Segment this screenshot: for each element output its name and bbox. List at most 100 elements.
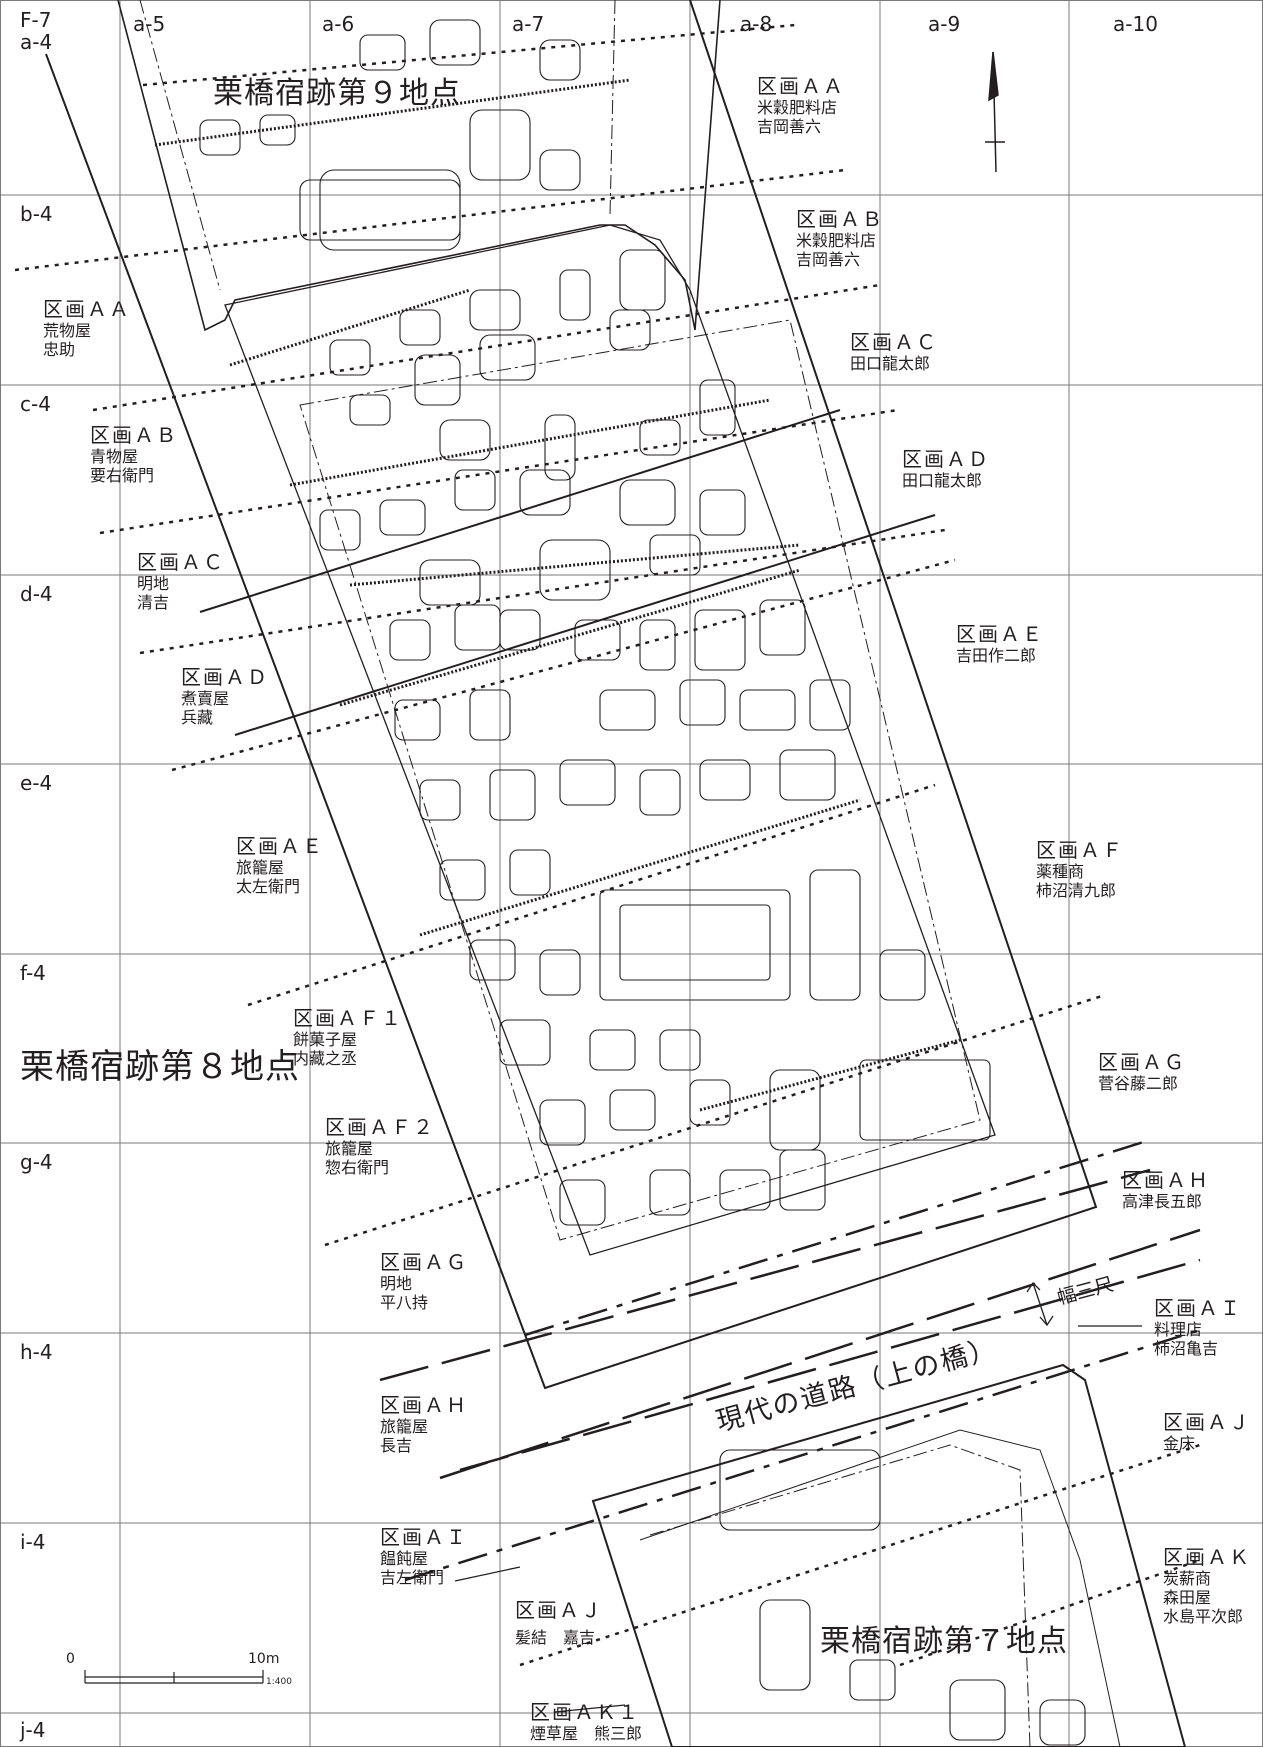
block-occupant-line: 兵藏 [181,708,214,728]
east-block-aj: 区画ＡＪ 金床 [1163,1410,1251,1453]
east-block-aa: 区画ＡＡ 米穀肥料店 吉岡善六 [757,74,845,136]
block-occupant-line: 吉左衛門 [380,1568,445,1588]
excavation-boundaries [45,0,1187,1747]
west-block-ah: 区画ＡＨ 旅籠屋 長吉 [380,1393,468,1455]
block-occupant-line: 太左衛門 [236,877,301,897]
block-id: 区画ＡＡ [757,74,845,98]
block-id: 区画ＡＤ [181,665,269,689]
west-block-af2: 区画ＡＦ２ 旅籠屋 惣右衛門 [325,1115,435,1177]
block-occupant-line: 柿沼清九郎 [1036,881,1117,901]
block-id: 区画ＡＫ [1163,1545,1251,1569]
scale-distance-label: 10m [248,1651,280,1667]
block-occupant-line: 水島平次郎 [1163,1607,1244,1627]
west-block-ae: 区画ＡＥ 旅籠屋 太左衛門 [236,834,324,896]
block-occupant-line: 炭薪商 [1163,1569,1212,1588]
block-occupant-line: 明地 [380,1274,413,1293]
block-occupant-line: 煮賣屋 [181,689,230,708]
site-title-point7: 栗橋宿跡第７地点 [820,1624,1068,1659]
block-occupant-line: 森田屋 [1163,1588,1212,1608]
block-id: 区画ＡＣ [850,330,938,354]
grid-row-b4: b-4 [20,202,53,226]
block-id: 区画ＡＧ [1098,1050,1186,1074]
west-block-ag: 区画ＡＧ 明地 平八持 [380,1250,468,1312]
block-occupant-line: 長吉 [380,1436,413,1456]
east-block-ac: 区画ＡＣ 田口龍太郎 [850,330,938,373]
block-occupant-line: 金床 [1163,1434,1196,1453]
block-id: 区画ＡＢ [90,423,178,447]
east-block-ae: 区画ＡＥ 吉田作二郎 [956,622,1044,665]
block-occupant-line: 吉岡善六 [796,250,861,270]
block-occupant-line: 要右衛門 [90,466,155,486]
west-block-ak1: 区画ＡＫ１ 煙草屋 熊三郎 [530,1700,642,1743]
lot-division-lines [14,23,1201,1667]
grid-col-a5: a-5 [133,12,166,36]
scale-ratio-label: 1:400 [266,1677,292,1687]
leader-lines [454,1325,1142,1713]
block-id: 区画ＡＨ [380,1393,468,1417]
block-id: 区画ＡＦ１ [293,1006,403,1030]
grid-label-f7: F-7 [20,8,52,32]
west-block-ab: 区画ＡＢ 青物屋 要右衛門 [90,423,178,485]
grid-row-i4: i-4 [20,1530,46,1554]
block-id: 区画ＡＥ [236,834,324,858]
block-id: 区画ＡＤ [902,447,990,471]
stone-scatter-bands [154,78,961,1112]
block-occupant-line: 料理店 [1154,1320,1203,1339]
grid-row-g4: g-4 [20,1150,53,1174]
block-occupant-line: 荒物屋 [43,321,92,340]
block-occupant-line: 旅籠屋 [380,1417,429,1436]
grid-row-j4: j-4 [20,1718,46,1742]
block-id: 区画ＡＩ [1154,1296,1242,1320]
grid-col-a8: a-8 [740,12,773,36]
block-occupant-line: 菅谷藤二郎 [1098,1074,1179,1093]
solid-lot-lines [199,409,936,736]
grid-label-a4: a-4 [20,30,53,54]
west-block-af1: 区画ＡＦ１ 餅菓子屋 内藏之丞 [293,1006,403,1068]
block-id: 区画ＡＥ [956,622,1044,646]
block-id: 区画ＡＪ [515,1598,603,1622]
grid-col-a6: a-6 [322,12,355,36]
block-occupant-line: 薬種商 [1036,862,1085,881]
block-occupant-line: 柿沼亀吉 [1154,1339,1219,1359]
block-occupant-line: 米穀肥料店 [796,231,877,250]
block-occupant-line: 清吉 [137,593,170,613]
block-occupant-line: 旅籠屋 [325,1139,374,1158]
west-block-aj: 区画ＡＪ 髪結 嘉吉 [515,1598,603,1647]
block-occupant-line: 忠助 [43,340,76,360]
block-id: 区画ＡＨ [1122,1168,1210,1192]
site-title-point8: 栗橋宿跡第８地点 [20,1047,300,1087]
block-occupant-line: 惣右衛門 [325,1158,390,1178]
block-occupant-line: 青物屋 [90,447,139,466]
block-id: 区画ＡＩ [380,1525,468,1549]
west-block-ac: 区画ＡＣ 明地 清吉 [137,550,225,612]
block-id: 区画ＡＫ１ [530,1700,640,1724]
block-occupant-line: 煙草屋 熊三郎 [530,1724,643,1743]
block-id: 区画ＡＢ [796,207,884,231]
block-id: 区画ＡＦ [1036,838,1124,862]
grid-row-c4: c-4 [20,392,51,416]
site-title-point9: 栗橋宿跡第９地点 [213,76,461,111]
block-occupant-line: 餅菓子屋 [293,1030,358,1049]
block-occupant-line: 高津長五郎 [1122,1192,1203,1211]
block-id: 区画ＡＣ [137,550,225,574]
east-block-af: 区画ＡＦ 薬種商 柿沼清九郎 [1036,838,1124,900]
block-occupant-line: 明地 [137,574,170,593]
block-occupant-line: 内藏之丞 [293,1049,358,1069]
west-block-ai: 区画ＡＩ 饂飩屋 吉左衛門 [380,1525,468,1587]
west-block-aa: 区画ＡＡ 荒物屋 忠助 [43,297,131,359]
road-width-indicator [1026,1281,1054,1327]
block-occupant-line: 吉田作二郎 [956,646,1037,665]
north-arrow-icon [985,51,1005,173]
grid-row-d4: d-4 [20,582,53,606]
block-occupant-line: 米穀肥料店 [757,98,838,117]
east-block-ai: 区画ＡＩ 料理店 柿沼亀吉 [1154,1296,1242,1358]
east-block-ak: 区画ＡＫ 炭薪商 森田屋 水島平次郎 [1163,1545,1251,1627]
block-occupant-line: 饂飩屋 [380,1549,429,1568]
block-id: 区画ＡＡ [43,297,131,321]
block-id: 区画ＡＦ２ [325,1115,435,1139]
block-id: 区画ＡＪ [1163,1410,1251,1434]
east-block-ab: 区画ＡＢ 米穀肥料店 吉岡善六 [796,207,884,269]
block-occupant-line: 田口龍太郎 [850,354,931,373]
grid-col-a9: a-9 [928,12,961,36]
